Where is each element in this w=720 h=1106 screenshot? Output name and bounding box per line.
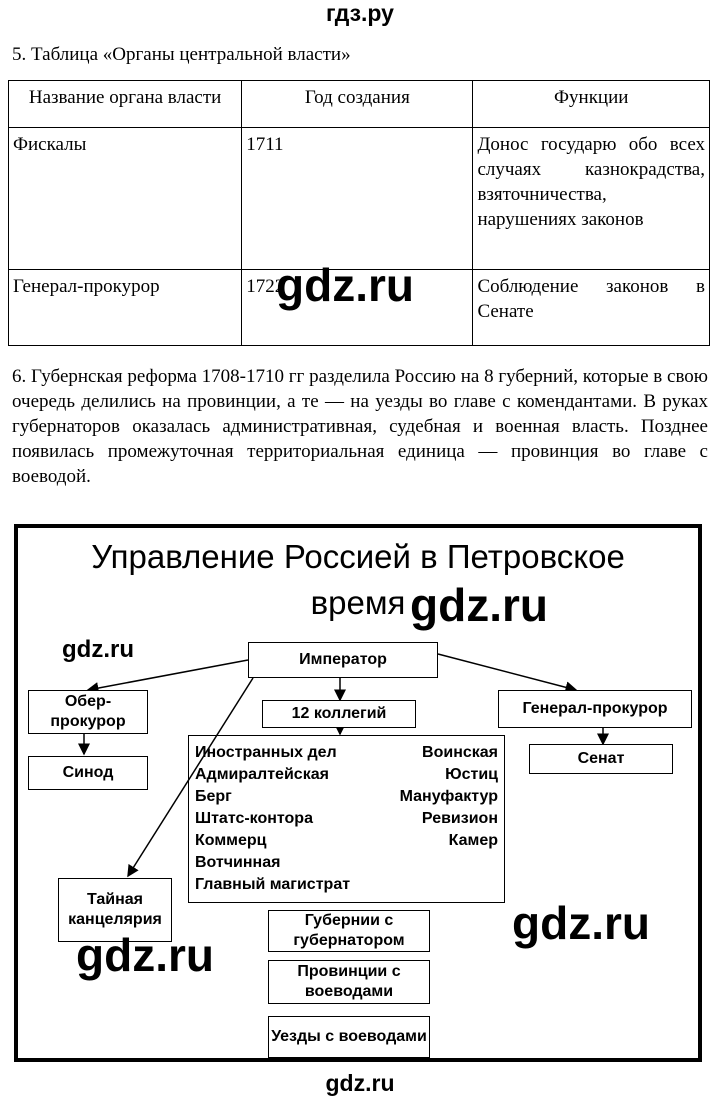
- site-footer: gdz.ru: [325, 1070, 395, 1096]
- diagram-title-line2: время: [310, 584, 406, 621]
- college-item: Адмиралтейская: [195, 766, 329, 783]
- college-item: Мануфактур: [399, 788, 498, 805]
- diagram-title: Управление Россией в Петровское время: [18, 534, 698, 626]
- college-item: Берг: [195, 788, 232, 805]
- column-header: Год создания: [241, 80, 474, 128]
- diagram-title-line1: Управление Россией в Петровское: [91, 538, 625, 575]
- provinces-voevoda-box: Провинции с воеводами: [268, 960, 430, 1004]
- organ-functions: Донос государю обо всех случаях казнокра…: [472, 127, 710, 270]
- table-header-row: Название органа власти Год создания Функ…: [7, 80, 710, 128]
- watermark: gdz.ru: [512, 897, 650, 949]
- task6-text: 6. Губернская реформа 1708-1710 гг разде…: [12, 366, 708, 487]
- colleges-left-list: Иностранных дел Адмиралтейская Берг Штат…: [195, 742, 350, 896]
- organ-year: 1711: [241, 127, 474, 270]
- colleges-right-list: Воинская Юстиц Мануфактур Ревизион Камер: [400, 742, 498, 852]
- organ-name: Генерал-прокурор: [7, 269, 243, 346]
- ober-prokuror-box: Обер-прокурор: [28, 690, 148, 734]
- organ-year: 1722: [241, 269, 474, 346]
- watermark: gdz.ru: [76, 929, 214, 981]
- uezdy-voevoda-box: Уезды с воеводами: [268, 1016, 430, 1058]
- college-item: Ревизион: [421, 810, 498, 827]
- watermark: gdz.ru: [62, 636, 134, 663]
- college-item: Воинская: [422, 744, 498, 761]
- organs-table: Название органа власти Год создания Функ…: [7, 80, 710, 346]
- emperor-box: Император: [248, 642, 438, 678]
- connector-arrows: [78, 653, 609, 878]
- college-item: Штатс-контора: [195, 810, 313, 827]
- college-item: Вотчинная: [195, 854, 281, 871]
- task5-title: 5. Таблица «Органы центральной власти»: [12, 44, 351, 65]
- provinces-governor-box: Губернии с губернатором: [268, 910, 430, 952]
- table-row: Генерал-прокурор 1722 Соблюдение законов…: [7, 269, 710, 346]
- college-item: Главный магистрат: [195, 876, 351, 893]
- site-header: гдз.ру: [326, 0, 394, 26]
- colleges-count-box: 12 коллегий: [262, 700, 416, 728]
- general-prokuror-box: Генерал-прокурор: [498, 690, 692, 728]
- college-item: Юстиц: [445, 766, 498, 783]
- organ-name: Фискалы: [7, 127, 243, 270]
- college-item: Коммерц: [195, 832, 267, 849]
- government-diagram: Управление Россией в Петровское время Им…: [14, 524, 702, 1062]
- watermark: gdz.ru: [276, 259, 414, 311]
- senate-box: Сенат: [529, 744, 673, 774]
- synod-box: Синод: [28, 756, 148, 790]
- colleges-box: Иностранных дел Адмиралтейская Берг Штат…: [188, 735, 505, 903]
- secret-office-box: Тайная канцелярия: [58, 878, 172, 942]
- organ-functions: Соблюдение законов в Сенате: [472, 269, 710, 346]
- table-row: Фискалы 1711 Донос государю обо всех слу…: [7, 127, 710, 270]
- column-header: Функции: [472, 80, 710, 128]
- column-header: Название органа власти: [7, 80, 243, 128]
- college-item: Камер: [448, 832, 498, 849]
- watermark: gdz.ru: [410, 579, 548, 631]
- college-item: Иностранных дел: [195, 744, 337, 761]
